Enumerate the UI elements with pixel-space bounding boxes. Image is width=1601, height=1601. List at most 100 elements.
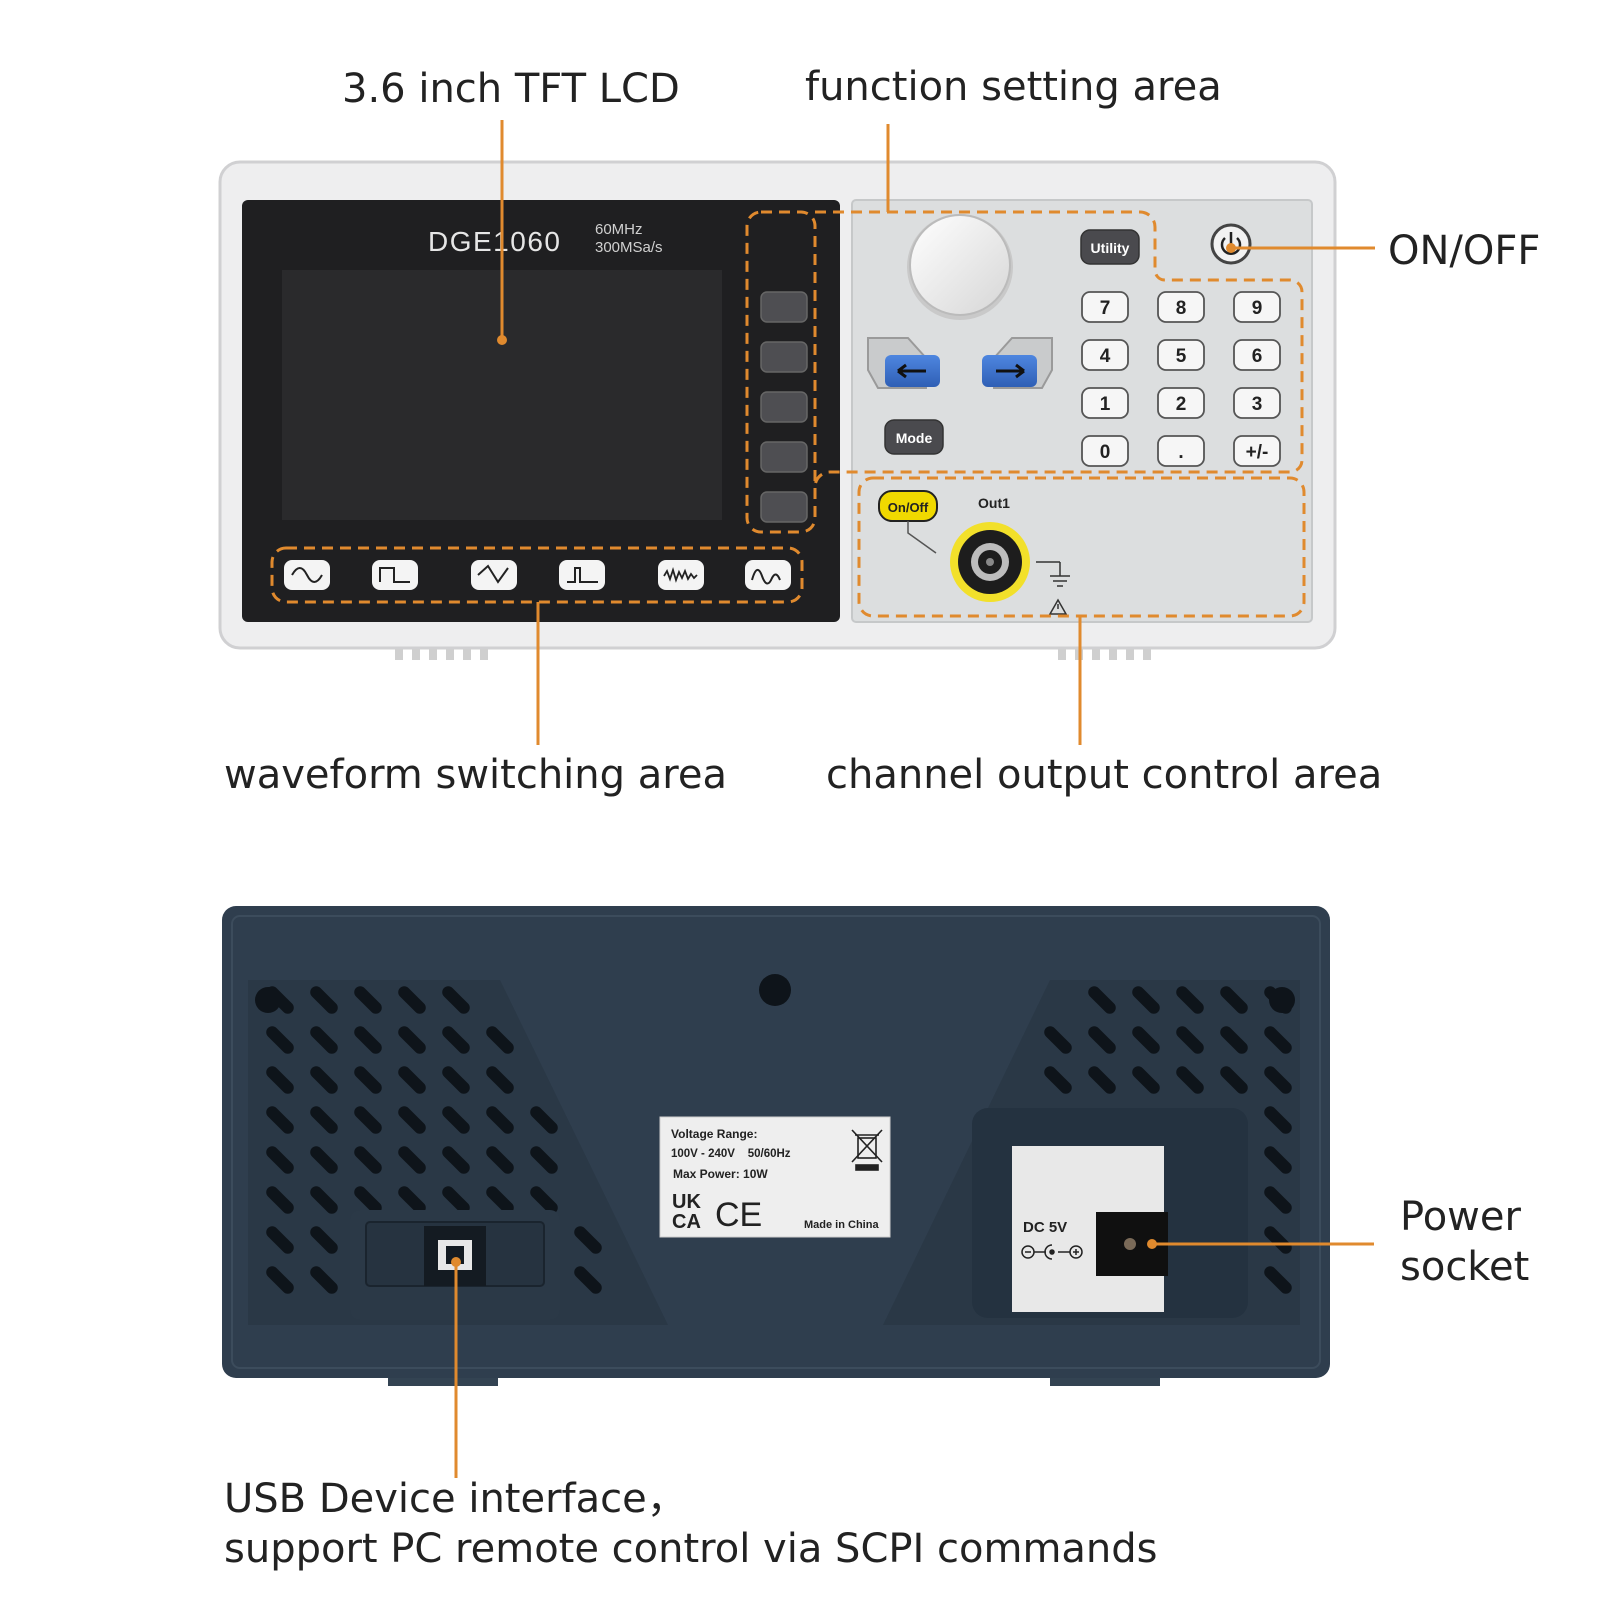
vent-slot <box>310 1146 338 1174</box>
softkey-region <box>745 210 817 534</box>
rear-panel: DC 5V Voltage Range: 100V - 240V 50/60Hz… <box>222 906 1330 1386</box>
vent-slot <box>310 986 338 1014</box>
vent-slot <box>530 1186 558 1214</box>
function-region <box>813 210 1304 488</box>
vent-slot <box>354 1066 382 1094</box>
vent-slot <box>530 1146 558 1174</box>
lcd-callout: 3.6 inch TFT LCD <box>342 66 680 112</box>
vent-slot <box>1220 1026 1248 1054</box>
utility-key[interactable] <box>1080 229 1140 265</box>
keypad-key-label: 2 <box>1176 394 1187 415</box>
power-socket-callout-line2: socket <box>1400 1244 1530 1290</box>
dc-socket-pin <box>1124 1238 1136 1250</box>
vent-slot <box>310 1266 338 1294</box>
keypad-key[interactable] <box>1081 291 1129 323</box>
vent-slot <box>442 986 470 1014</box>
rotary-knob[interactable] <box>907 214 1013 320</box>
vent-slot <box>266 1146 294 1174</box>
vent-slot <box>1088 986 1116 1014</box>
front-panel: DGE1060 60MHz 300MSa/s <box>218 160 1337 660</box>
vent-slot <box>310 1066 338 1094</box>
vent-slot <box>398 1026 426 1054</box>
vent-slot <box>310 1186 338 1214</box>
vent-slot <box>266 1066 294 1094</box>
keypad-key[interactable] <box>1157 291 1205 323</box>
vent-slot <box>486 1186 514 1214</box>
soft-key[interactable] <box>760 341 808 373</box>
pulse-wave-key[interactable] <box>559 560 605 590</box>
mode-key[interactable] <box>884 419 944 455</box>
ukca-mark-top: UK <box>672 1191 701 1213</box>
keypad-key[interactable] <box>1081 435 1129 467</box>
soft-keys <box>760 291 808 523</box>
keypad-key-label: 1 <box>1100 394 1111 415</box>
vent-slot <box>310 1026 338 1054</box>
keypad-key[interactable] <box>1157 387 1205 419</box>
keypad-key-label: 7 <box>1100 298 1111 319</box>
channel-area-callout: channel output control area <box>826 752 1383 798</box>
vent-slot <box>442 1146 470 1174</box>
waveform-keys <box>284 560 791 590</box>
vent-slot <box>574 1226 602 1254</box>
soft-key[interactable] <box>760 291 808 323</box>
vent-slot <box>354 1026 382 1054</box>
spec-sample-rate: 300MSa/s <box>595 239 663 256</box>
pulse-wave-icon <box>567 567 598 583</box>
voltage-range-value: 100V - 240V 50/60Hz <box>671 1148 791 1160</box>
keypad-key[interactable] <box>1233 435 1281 467</box>
vent-slot <box>1264 1186 1292 1214</box>
ground-icon <box>1036 561 1070 587</box>
warning-icon <box>1048 598 1068 615</box>
power-socket-callout-line1: Power <box>1400 1194 1521 1240</box>
vent-slot <box>310 1106 338 1134</box>
vent-slot <box>310 1226 338 1254</box>
leader-lines <box>454 120 1375 1478</box>
vent-slot <box>486 1106 514 1134</box>
arbitrary-wave-key[interactable] <box>745 560 791 590</box>
vent-slot <box>1264 986 1292 1014</box>
mode-key-label: Mode <box>896 430 933 446</box>
keypad-key[interactable] <box>1081 339 1129 371</box>
out1-label: Out1 <box>978 495 1010 511</box>
soft-key[interactable] <box>760 391 808 423</box>
channel-onoff-label: On/Off <box>888 500 929 515</box>
vent-slot <box>1264 1066 1292 1094</box>
vent-slot <box>1264 1226 1292 1254</box>
keypad-key[interactable] <box>1233 387 1281 419</box>
polarity-icon <box>1021 1244 1083 1260</box>
vent-slot <box>486 1146 514 1174</box>
keypad-key[interactable] <box>1233 339 1281 371</box>
soft-key[interactable] <box>760 441 808 473</box>
soft-key[interactable] <box>760 491 808 523</box>
vent-slot <box>1220 986 1248 1014</box>
vent-slot <box>354 1186 382 1214</box>
keypad-key[interactable] <box>1157 339 1205 371</box>
keypad-key-label: 3 <box>1252 394 1263 415</box>
keypad-key-label: +/- <box>1246 442 1269 463</box>
vent-slot <box>442 1026 470 1054</box>
left-arrow-icon <box>897 363 926 379</box>
keypad-key[interactable] <box>1157 435 1205 467</box>
vent-slot <box>1044 1066 1072 1094</box>
keypad-key[interactable] <box>1233 291 1281 323</box>
keypad-key-label: 8 <box>1176 298 1187 319</box>
vent-slot <box>398 1066 426 1094</box>
keypad-key-label: 5 <box>1176 346 1187 367</box>
function-area-callout: function setting area <box>805 64 1222 110</box>
vent-slot <box>266 986 294 1014</box>
vent-slot <box>530 1106 558 1134</box>
vent-slot <box>1044 1026 1072 1054</box>
rating-label <box>659 1116 891 1238</box>
vent-slot <box>354 986 382 1014</box>
vent-slot <box>1132 1066 1160 1094</box>
vent-slot <box>1088 1026 1116 1054</box>
vent-slot <box>398 1186 426 1214</box>
onoff-callout: ON/OFF <box>1388 228 1541 274</box>
vent-slot <box>266 1026 294 1054</box>
power-icon <box>1220 237 1242 255</box>
vent-slot <box>1264 1026 1292 1054</box>
vent-slot <box>1264 1106 1292 1134</box>
keypad-key[interactable] <box>1081 387 1129 419</box>
